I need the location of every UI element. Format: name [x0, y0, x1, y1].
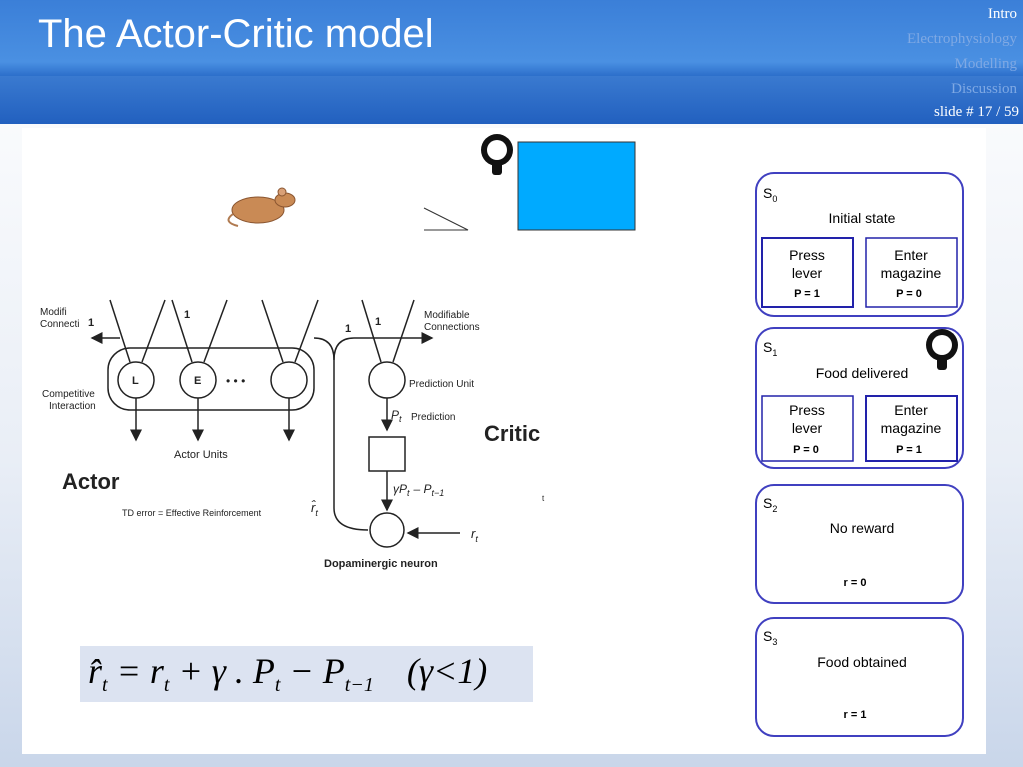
state-s3: S3 Food obtained r = 1: [755, 617, 964, 737]
state-s3-id: S3: [763, 628, 777, 647]
formula-minus: − P: [289, 651, 345, 691]
formula-p-sub: t: [274, 674, 281, 697]
weight-1: 1: [88, 317, 94, 329]
formula-eq: = r: [116, 651, 164, 691]
prediction-unit-label: Prediction Unit: [409, 379, 474, 390]
state-s3-reward: r = 1: [844, 709, 867, 721]
state-s2: S2 No reward r = 0: [755, 484, 964, 604]
weight-3: 1: [345, 323, 351, 335]
competitive-label-2: Interaction: [49, 401, 96, 412]
prediction-unit-circle: [368, 361, 406, 399]
s0-action1-l2: lever: [792, 265, 823, 281]
formula-lhs: r̂: [88, 651, 103, 691]
state-s2-id: S2: [763, 495, 777, 514]
state-s1-title: Food delivered: [816, 365, 909, 381]
competitive-label-1: Competitive: [42, 389, 95, 400]
weight-2: 1: [184, 309, 190, 321]
s1-action1-l1: Press: [789, 402, 825, 418]
td-expression: γPt– Pt−1: [393, 482, 444, 498]
unit-e-label: E: [194, 375, 201, 387]
ellipsis: • • •: [226, 374, 245, 388]
s0-action1-l1: Press: [789, 247, 825, 263]
s0-action2-l2: magazine: [881, 265, 942, 281]
formula-p-sub2: t−1: [344, 674, 374, 697]
nav-item-electrophysiology[interactable]: Electrophysiology: [907, 31, 1017, 47]
critic-label: Critic: [484, 421, 540, 446]
state-s1-id: S1: [763, 339, 777, 358]
magazine-box: [517, 141, 636, 231]
slide-title: The Actor-Critic model: [38, 12, 434, 56]
td-formula: r̂t = rt + γ . Pt − Pt−1 (γ<1): [80, 646, 533, 702]
actor-units-label: Actor Units: [174, 449, 228, 461]
modifiable-right-1: Modifiable: [424, 310, 470, 321]
state-s0-id: S0: [763, 185, 777, 204]
lightbulb-icon-s1: [926, 329, 958, 370]
s0-action2-p: P = 0: [896, 288, 922, 300]
rat-image: [227, 187, 296, 227]
prediction-label: Prediction: [411, 412, 455, 423]
state-s0-title: Initial state: [829, 210, 896, 226]
formula-r-sub: t: [163, 674, 170, 697]
s1-action2-l1: Enter: [894, 402, 928, 418]
header-band: [0, 76, 1023, 124]
s1-action1-l2: lever: [792, 420, 823, 436]
td-error-label: TD error = Effective Reinforcement: [122, 508, 262, 518]
s1-action2-p: P = 1: [896, 444, 922, 456]
formula-lhs-sub: t: [102, 674, 108, 697]
state-s0: S0 Initial state Press lever P = 1 Enter…: [755, 172, 964, 317]
actor-unit-n: [270, 361, 308, 399]
actor-label: Actor: [62, 469, 120, 494]
weight-4: 1: [375, 316, 381, 328]
lightbulb-icon: [481, 134, 513, 175]
s0-action1-p: P = 1: [794, 288, 820, 300]
delay-box: [368, 436, 406, 472]
state-s2-reward: r = 0: [844, 577, 867, 589]
dopaminergic-neuron-circle: [369, 512, 405, 548]
section-nav: Intro Electrophysiology Modelling Discus…: [907, 2, 1017, 102]
s1-action2-l2: magazine: [881, 420, 942, 436]
nav-item-modelling[interactable]: Modelling: [954, 56, 1018, 72]
modifiable-right-2: Connections: [424, 322, 480, 333]
stray-t: t: [542, 494, 545, 503]
p-t-symbol: Pt: [391, 408, 402, 424]
modifiable-left-2: Connecti: [40, 319, 79, 330]
nav-item-intro[interactable]: Intro: [987, 6, 1017, 22]
nav-item-discussion[interactable]: Discussion: [951, 81, 1017, 97]
r-hat-symbol: r̂t: [311, 500, 319, 518]
state-s3-title: Food obtained: [817, 654, 907, 670]
formula-condition: (γ<1): [406, 651, 488, 691]
r-input-symbol: rt: [471, 526, 478, 544]
state-s1: S1 Food delivered Press lever P = 0 Ente…: [755, 327, 964, 469]
state-s2-title: No reward: [830, 520, 895, 536]
competitive-group-box: [107, 347, 315, 411]
lever-line: [423, 207, 469, 231]
s0-action2-l1: Enter: [894, 247, 928, 263]
dopaminergic-label: Dopaminergic neuron: [324, 558, 438, 570]
slide-number: slide # 17 / 59: [934, 104, 1019, 120]
s1-action1-p: P = 0: [793, 444, 819, 456]
modifiable-left-1: Modifi: [40, 307, 67, 318]
unit-l-label: L: [132, 375, 139, 387]
formula-mid: + γ . P: [178, 651, 275, 691]
